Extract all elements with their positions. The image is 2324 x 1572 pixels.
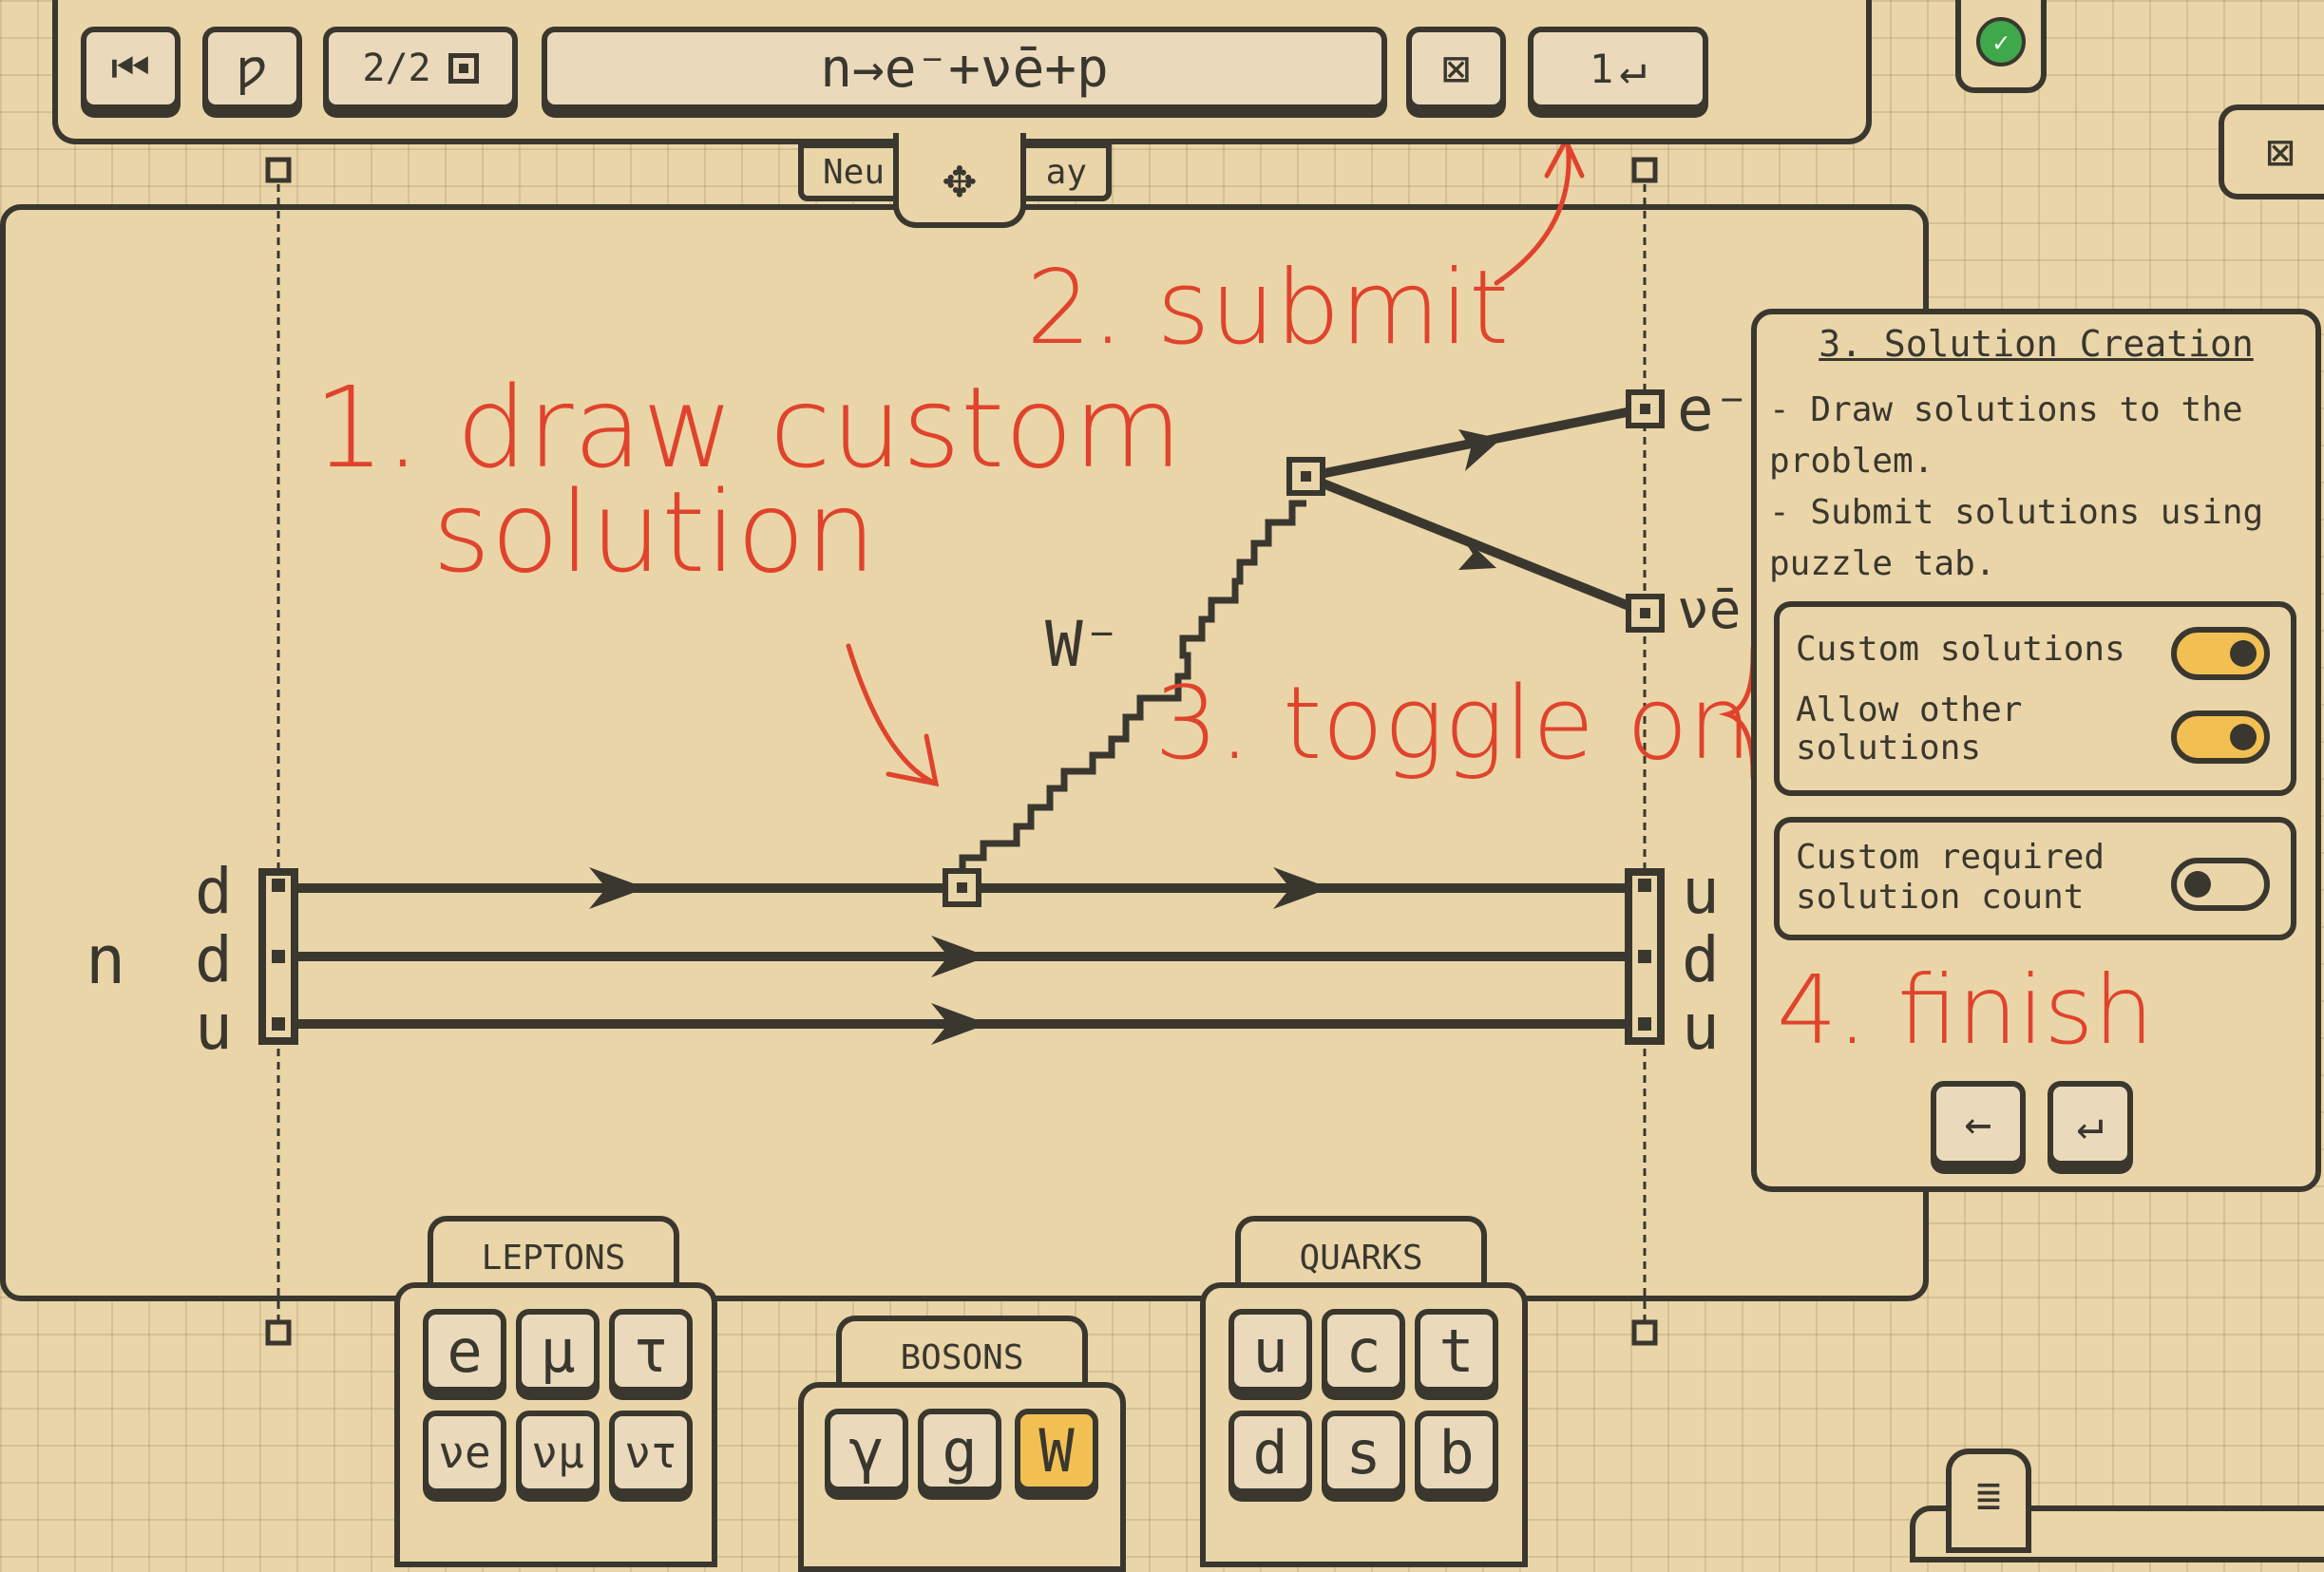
boundary-handle [265, 157, 292, 183]
lepton-key-mu[interactable]: μ [516, 1309, 600, 1392]
boson-key-gluon[interactable]: g [918, 1409, 1001, 1492]
quark-key-d[interactable]: d [1229, 1411, 1312, 1494]
antineutrino-line [1305, 472, 1648, 617]
boundary-handle [265, 1319, 292, 1346]
reaction-display: n→e⁻+ν̄e+p [542, 27, 1387, 110]
instruction-line: - Draw solutions to the [1769, 390, 2243, 429]
notes-icon: ≣ [1975, 1471, 2002, 1520]
custom-solutions-label: Custom solutions [1796, 630, 2125, 669]
quark-key-t[interactable]: t [1415, 1309, 1498, 1392]
lepton-key-nu-mu[interactable]: νμ [516, 1411, 600, 1494]
diagram-panel [0, 204, 1929, 1301]
quark-key-c[interactable]: c [1322, 1309, 1405, 1392]
check-icon: ✓ [1976, 17, 2026, 66]
right-quark-label: u [1682, 855, 1720, 928]
right-quark-holder [1625, 868, 1665, 1045]
arrow-head [1273, 867, 1330, 909]
lepton-key-tau[interactable]: τ [609, 1309, 693, 1392]
w-boson-label: W⁻ [1045, 608, 1121, 681]
level-counter-button[interactable]: 2/2 [323, 27, 518, 110]
particle-icon: ⊠ [1441, 41, 1471, 96]
quark-key-b[interactable]: b [1415, 1411, 1498, 1494]
panel-title: 3. Solution Creation [1819, 323, 2254, 365]
quarks-title: QUARKS [1299, 1239, 1423, 1278]
submit-count: 1 [1589, 45, 1614, 92]
arrow-head [589, 867, 646, 909]
back-arrow-icon: ← [1964, 1097, 1992, 1150]
custom-required-count-toggle[interactable] [2171, 858, 2270, 911]
annotation-arrow-2-head [1544, 135, 1585, 179]
notes-button[interactable]: ≣ [1946, 1449, 2031, 1553]
puzzle-tab-label: ay [1045, 152, 1087, 192]
puzzle-flag-button[interactable]: ƿ [202, 27, 302, 110]
antineutrino-label: ν̄e [1677, 579, 1742, 641]
annotation-arrow-2 [1494, 140, 1572, 286]
annotation-draw: 1. draw custom solution [314, 362, 1183, 597]
lepton-key-e[interactable]: e [423, 1309, 506, 1392]
bosons-title: BOSONS [900, 1338, 1024, 1377]
puzzle-tab-handle[interactable]: ✥ [893, 133, 1026, 228]
custom-required-count-label: Custom required solution count [1796, 838, 2105, 917]
annotation-arrow-1 [846, 643, 939, 786]
electron-label: e⁻ [1677, 375, 1751, 445]
enter-icon: ↵ [1619, 42, 1648, 95]
flag-icon: ƿ [237, 40, 268, 97]
rewind-icon: ⏮ [110, 42, 151, 93]
allow-other-solutions-label: Allow other solutions [1796, 691, 2023, 767]
left-quark-label: d [195, 855, 233, 928]
custom-solutions-toggle[interactable] [2171, 627, 2270, 680]
side-particle-button[interactable]: ⊠ [2219, 104, 2324, 199]
puzzle-tab-label: Neu [823, 152, 886, 192]
right-quark-label: u [1682, 991, 1720, 1064]
left-quark-label: u [195, 991, 233, 1064]
lepton-key-nu-tau[interactable]: ντ [609, 1411, 693, 1494]
boundary-handle [1631, 1319, 1658, 1346]
lepton-key-nu-e[interactable]: νe [423, 1411, 506, 1494]
arrow-head [1458, 429, 1501, 471]
w-boson-line [959, 500, 1306, 874]
arrow-head [931, 936, 988, 977]
quark-key-s[interactable]: s [1322, 1411, 1405, 1494]
particle-settings-button[interactable]: ⊠ [1406, 27, 1506, 110]
annotation-toggle: 3. toggle on [1154, 665, 1752, 782]
instruction-line: problem. [1769, 442, 1934, 481]
panel-instructions: - Draw solutions to the problem. - Submi… [1769, 385, 2263, 590]
boson-key-photon[interactable]: γ [825, 1409, 908, 1492]
level-counter: 2/2 [362, 47, 431, 90]
rewind-button[interactable]: ⏮ [81, 27, 181, 110]
status-indicator: ✓ [1955, 0, 2047, 93]
left-quark-label: d [195, 923, 233, 996]
instruction-line: puzzle tab. [1769, 544, 1996, 583]
quark-key-u[interactable]: u [1229, 1309, 1312, 1392]
back-button[interactable]: ← [1931, 1081, 2026, 1166]
neutron-label: n [86, 921, 126, 999]
boson-key-w[interactable]: W [1015, 1409, 1098, 1492]
arrow-head [1458, 532, 1496, 570]
target-icon [448, 53, 479, 84]
reaction-text: n→e⁻+ν̄e+p [820, 37, 1109, 100]
enter-icon: ↵ [2076, 1097, 2105, 1150]
puzzle-piece-icon: ✥ [943, 145, 977, 210]
submit-button[interactable]: 1 ↵ [1528, 27, 1708, 110]
allow-other-solutions-toggle[interactable] [2171, 710, 2270, 764]
leptons-title: LEPTONS [481, 1239, 626, 1278]
boundary-handle [1631, 157, 1658, 183]
arrow-head [931, 1003, 988, 1045]
instruction-line: - Submit solutions using [1769, 493, 2264, 532]
annotation-arrow-1-head [886, 733, 940, 787]
annotation-finish: 4. finish [1777, 955, 2154, 1066]
particle-icon: ⊠ [2265, 124, 2295, 180]
right-quark-label: d [1682, 923, 1720, 996]
annotation-submit: 2. submit [1026, 249, 1510, 368]
finish-button[interactable]: ↵ [2048, 1081, 2133, 1166]
